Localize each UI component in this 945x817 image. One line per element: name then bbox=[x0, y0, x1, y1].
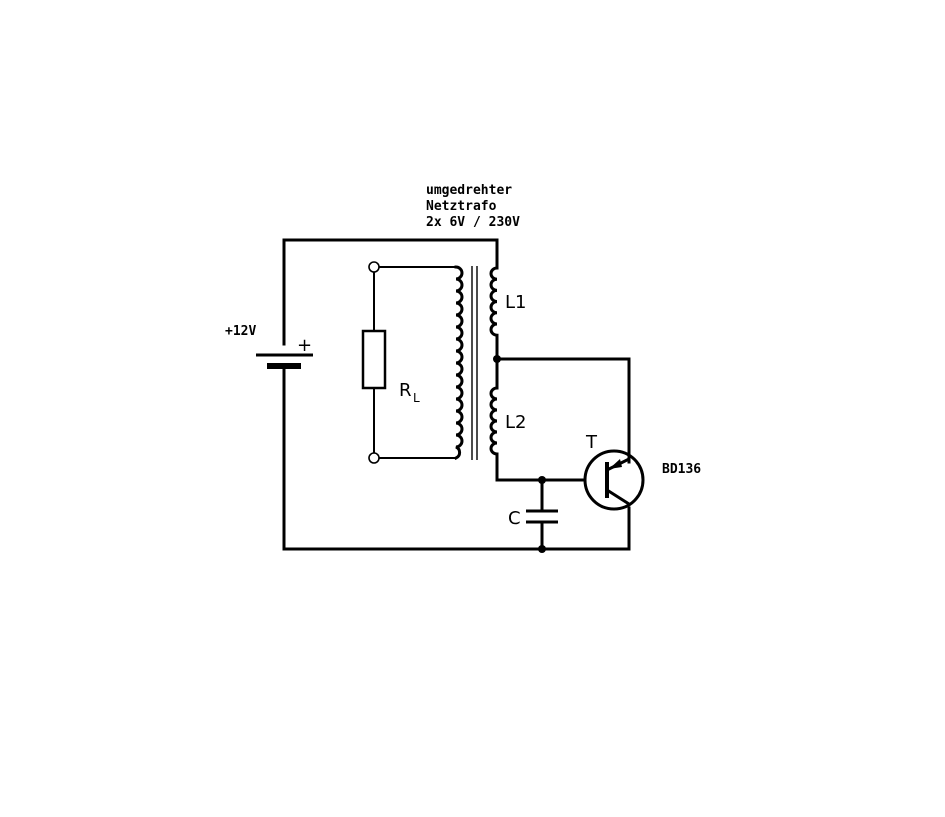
winding-l2 bbox=[489, 386, 499, 456]
wire-emitter bbox=[495, 357, 631, 464]
resistor-body bbox=[361, 329, 387, 390]
battery-symbol: + bbox=[256, 335, 313, 369]
junction-base bbox=[538, 476, 546, 484]
transistor-type-label: BD136 bbox=[662, 462, 701, 477]
transformer-caption-line1: umgedrehter bbox=[426, 183, 512, 198]
transistor-collector bbox=[606, 488, 630, 506]
wire-base bbox=[495, 452, 586, 482]
junction-ground bbox=[538, 545, 546, 553]
terminal-bottom bbox=[368, 452, 380, 464]
junction-center-tap bbox=[493, 355, 501, 363]
primary-winding bbox=[454, 265, 464, 460]
transformer-caption-line3: 2x 6V / 230V bbox=[426, 215, 520, 230]
emitter-arrow-icon bbox=[609, 459, 622, 469]
wires bbox=[282, 238, 631, 551]
wire-bottom bbox=[282, 366, 631, 551]
battery-polarity: + bbox=[297, 335, 312, 356]
capacitor-symbol bbox=[526, 509, 558, 524]
transistor-symbol bbox=[583, 449, 645, 511]
winding-l1 bbox=[489, 266, 499, 337]
resistor-label: R bbox=[399, 380, 412, 401]
transformer-caption-line2: Netztrafo bbox=[426, 199, 497, 214]
battery-voltage-label: +12V bbox=[225, 324, 256, 339]
terminal-top bbox=[368, 261, 380, 273]
capacitor-label: C bbox=[508, 508, 521, 529]
load-resistor bbox=[361, 261, 456, 464]
inductor-l1-label: L1 bbox=[505, 292, 526, 313]
transistor-body bbox=[583, 449, 645, 511]
transformer-symbol bbox=[454, 265, 499, 460]
inductor-l2-label: L2 bbox=[505, 412, 526, 433]
wire-top bbox=[282, 238, 499, 346]
transistor-label: T bbox=[585, 432, 598, 453]
resistor-subscript: L bbox=[413, 391, 420, 405]
